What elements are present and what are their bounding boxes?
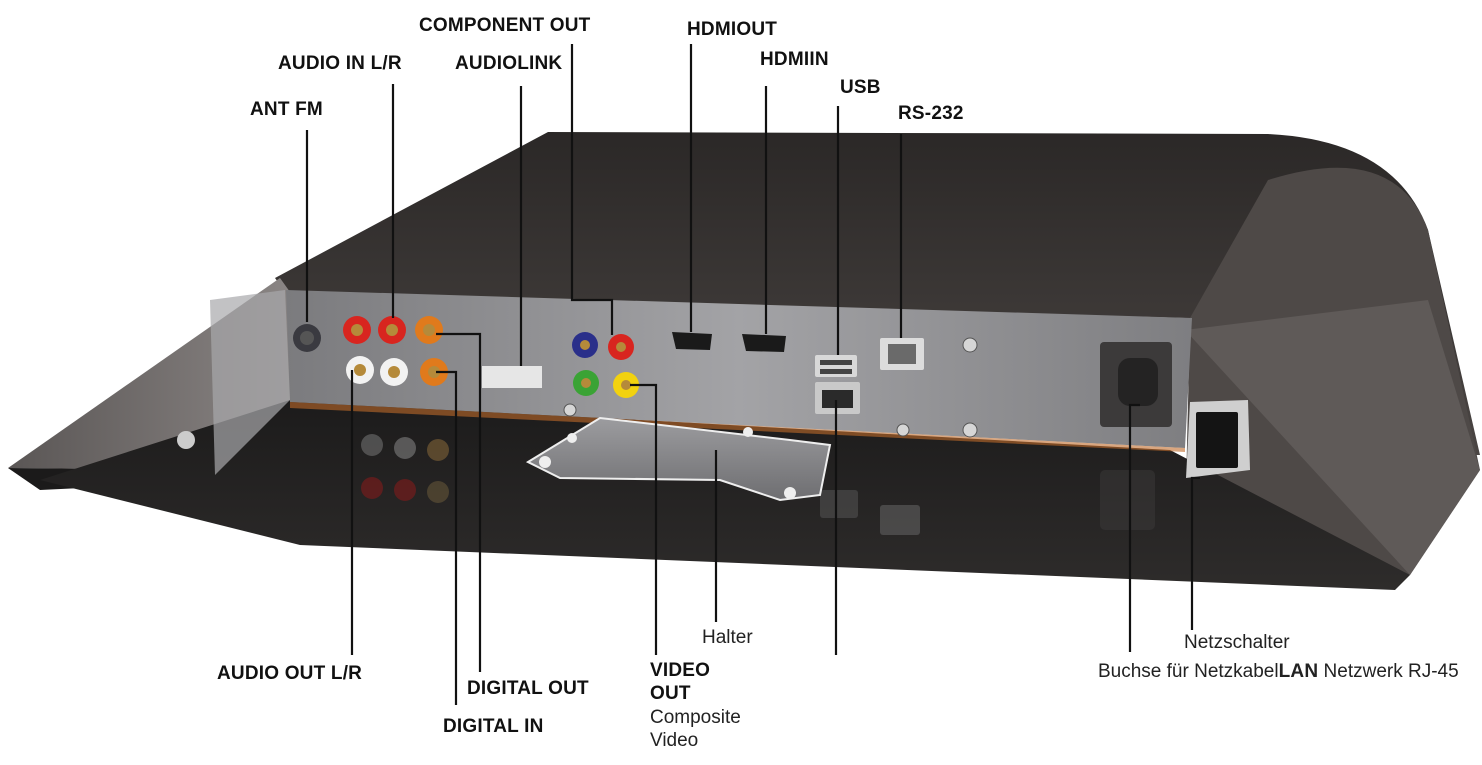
reflected-ports: [361, 434, 1155, 535]
buchse-text: Buchse für Netzkabel: [1098, 661, 1279, 682]
screws: [563, 337, 978, 438]
label-rs232: RS-232: [898, 103, 964, 124]
holder-bracket: [525, 416, 832, 502]
composite-line-1: Composite: [650, 706, 741, 728]
audiolink-port: [482, 366, 542, 388]
component-jacks: [572, 332, 639, 398]
label-halter: Halter: [702, 627, 753, 648]
lan-bold-text: LAN: [1278, 661, 1319, 682]
label-audio-in: AUDIO IN L/R: [278, 53, 402, 74]
video-out-line-2: OUT: [650, 682, 691, 704]
label-component-out: COMPONENT OUT: [419, 15, 591, 36]
video-out-line-1: VIDEO: [650, 660, 711, 681]
label-digital-out: DIGITAL OUT: [467, 678, 589, 699]
label-digital-in: DIGITAL IN: [443, 716, 544, 737]
label-ant-fm: ANT FM: [250, 99, 323, 120]
label-netzschalter: Netzschalter: [1184, 632, 1290, 653]
lan-rest-text: Netzwerk RJ-45: [1318, 661, 1459, 682]
composite-line-2: Video: [650, 729, 699, 751]
hdmi-out-port: [672, 332, 712, 350]
label-audio-out: AUDIO OUT L/R: [217, 663, 363, 684]
label-audiolink: AUDIOLINK: [455, 53, 563, 74]
device-top-surface: [275, 132, 1480, 455]
leader-lines: [305, 44, 1200, 705]
label-usb: USB: [840, 77, 881, 98]
hdmi-in-port: [742, 334, 786, 352]
label-hdmi-out: HDMIOUT: [687, 19, 778, 40]
label-buchse-lan: Buchse für NetzkabelLAN Netzwerk RJ-45: [1098, 661, 1459, 683]
label-video-out: VIDEO OUT Composite Video: [650, 660, 741, 752]
connector-panel: [286, 290, 1192, 448]
audio-jacks: [343, 316, 448, 386]
label-hdmi-in: HDMIIN: [760, 49, 829, 70]
